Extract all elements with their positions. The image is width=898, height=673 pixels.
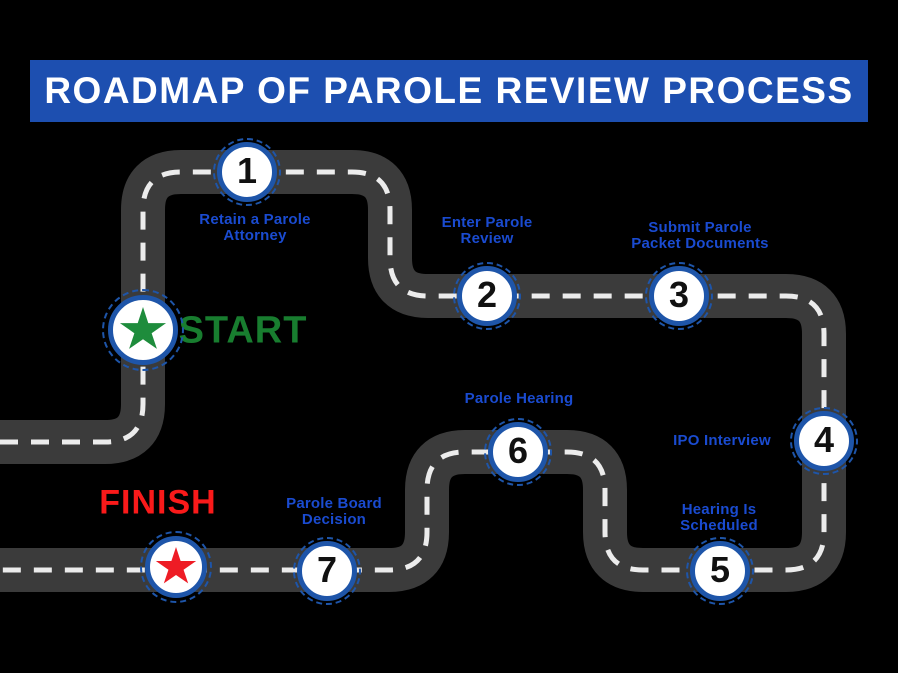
step-3-dashed-ring: 3: [645, 262, 713, 330]
step-3-label-line1: Submit Parole: [648, 218, 752, 236]
step-7-dashed-ring: 7: [293, 537, 361, 605]
step-2-number: 2: [476, 274, 498, 315]
step-1-circle: 1: [217, 142, 277, 202]
step-2-label: Enter Parole Review: [441, 213, 533, 247]
start-label: START: [178, 309, 308, 352]
step-3-number: 3: [668, 274, 690, 315]
step-4-label: IPO Interview: [673, 431, 771, 449]
step-1-dashed-ring: 1: [213, 138, 281, 206]
step-node-6: 6: [484, 418, 552, 486]
step-1-label-line1: Retain a Parole: [199, 210, 311, 228]
step-3-circle: 3: [649, 266, 709, 326]
step-node-7: 7: [293, 537, 361, 605]
step-6-label: Parole Hearing: [464, 389, 574, 407]
step-2-label-line2: Review: [460, 230, 514, 247]
step-6-number: 6: [507, 430, 529, 471]
step-6-label-line1: Parole Hearing: [464, 389, 574, 407]
step-4-label-line1: IPO Interview: [673, 431, 771, 449]
step-6-circle: 6: [488, 422, 548, 482]
step-7-label: Parole Board Decision: [286, 494, 382, 528]
step-1-label-line2: Attorney: [223, 227, 287, 244]
step-7-number: 7: [316, 549, 338, 590]
step-3-label: Submit Parole Packet Documents: [631, 218, 769, 252]
step-4-dashed-ring: 4: [790, 407, 858, 475]
step-5-label: Hearing Is Scheduled: [680, 500, 758, 534]
step-node-4: 4: [790, 407, 858, 475]
step-5-label-line1: Hearing Is: [681, 500, 757, 518]
finish-node-circle: [145, 536, 207, 598]
step-3-label-line2: Packet Documents: [631, 235, 769, 252]
step-2-circle: 2: [457, 266, 517, 326]
finish-label: FINISH: [99, 483, 217, 522]
step-5-dashed-ring: 5: [686, 537, 754, 605]
step-4-number: 4: [813, 419, 835, 460]
finish-star-icon: [155, 547, 197, 584]
finish-node-dashed-ring: [140, 531, 212, 603]
step-7-circle: 7: [297, 541, 357, 601]
start-node-dashed-ring: [102, 289, 184, 371]
step-1-number: 1: [236, 150, 258, 191]
start-node: [102, 289, 184, 371]
start-star-icon: [119, 307, 167, 349]
step-node-5: 5: [686, 537, 754, 605]
step-node-2: 2: [453, 262, 521, 330]
step-7-label-line2: Decision: [301, 511, 367, 528]
start-node-circle: [108, 295, 178, 365]
step-6-dashed-ring: 6: [484, 418, 552, 486]
page-title: ROADMAP OF PAROLE REVIEW PROCESS: [44, 70, 854, 111]
step-7-label-line1: Parole Board: [286, 494, 382, 512]
step-5-circle: 5: [690, 541, 750, 601]
step-1-label: Retain a Parole Attorney: [199, 210, 311, 244]
step-node-3: 3: [645, 262, 713, 330]
finish-node: [140, 531, 212, 603]
step-2-label-line1: Enter Parole: [441, 213, 533, 231]
step-5-number: 5: [709, 549, 731, 590]
step-2-dashed-ring: 2: [453, 262, 521, 330]
step-5-label-line2: Scheduled: [680, 517, 758, 534]
step-node-1: 1: [213, 138, 281, 206]
title-banner: ROADMAP OF PAROLE REVIEW PROCESS: [30, 60, 868, 122]
step-4-circle: 4: [794, 411, 854, 471]
